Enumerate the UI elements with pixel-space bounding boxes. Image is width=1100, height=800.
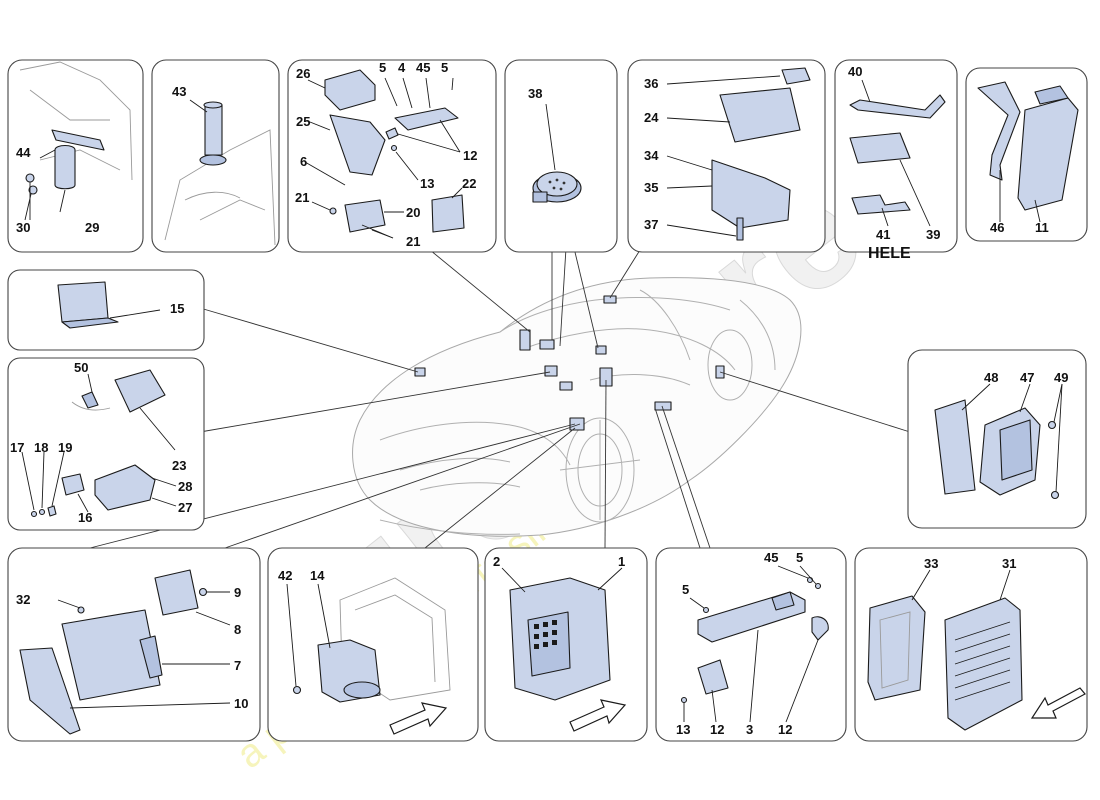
- callout-32: 32: [16, 592, 30, 607]
- callout-17: 17: [10, 440, 24, 455]
- callout-24: 24: [644, 110, 659, 125]
- callout-50: 50: [74, 360, 88, 375]
- panel-fuse-box: 2 1: [484, 547, 648, 742]
- callout-48: 48: [984, 370, 998, 385]
- panel-control-module: 36 24 34 35 37: [627, 59, 826, 253]
- panel-module-23: 50 23 17 18 19 16 28 27: [7, 357, 205, 531]
- callout-9: 9: [234, 585, 241, 600]
- callout-7: 7: [234, 658, 241, 673]
- car-illustration: [352, 277, 802, 537]
- callout-20: 20: [406, 205, 420, 220]
- callout-5: 5: [379, 60, 386, 75]
- callout-49: 49: [1054, 370, 1068, 385]
- callout-2: 2: [493, 554, 500, 569]
- panel-ecu-11: 46 11: [965, 67, 1088, 242]
- callout-18: 18: [34, 440, 48, 455]
- panel-engine-ecu-31: 33 31: [854, 547, 1088, 742]
- callout-13b: 13: [676, 722, 690, 737]
- callout-1: 1: [618, 554, 625, 569]
- panel-sensor-43: 43: [151, 59, 280, 253]
- callout-5b: 5: [441, 60, 448, 75]
- callout-12c: 12: [778, 722, 792, 737]
- callout-35: 35: [644, 180, 658, 195]
- callout-14: 14: [310, 568, 325, 583]
- panel-module-hele: 40 41 39 HELE: [834, 59, 958, 262]
- panel-module-47: 48 47 49: [907, 349, 1087, 529]
- callout-26: 26: [296, 66, 310, 81]
- panel-bracket-assembly: 26 5 4 45 5 25 12 6 13 22 21 20 21: [287, 59, 497, 253]
- callout-40: 40: [848, 64, 862, 79]
- callout-37: 37: [644, 217, 658, 232]
- callout-6: 6: [300, 154, 307, 169]
- callout-19: 19: [58, 440, 72, 455]
- callout-42: 42: [278, 568, 292, 583]
- callout-11: 11: [1035, 220, 1049, 235]
- panel-part-15: 15: [7, 269, 205, 351]
- callout-44: 44: [16, 145, 31, 160]
- callout-5d: 5: [682, 582, 689, 597]
- callout-22: 22: [462, 176, 476, 191]
- callout-38: 38: [528, 86, 542, 101]
- panel-ecu-7: 32 9 8 7 10: [7, 547, 261, 742]
- panel-speaker: 38: [504, 59, 618, 253]
- callout-33: 33: [924, 556, 938, 571]
- callout-13: 13: [420, 176, 434, 191]
- callout-10: 10: [234, 696, 248, 711]
- callout-29: 29: [85, 220, 99, 235]
- callout-45: 45: [416, 60, 430, 75]
- callout-36: 36: [644, 76, 658, 91]
- callout-46: 46: [990, 220, 1004, 235]
- callout-31: 31: [1002, 556, 1016, 571]
- callout-41: 41: [876, 227, 890, 242]
- callout-12b: 12: [710, 722, 724, 737]
- callout-39: 39: [926, 227, 940, 242]
- panel-sensor-bracket: 44 30 29: [7, 59, 144, 253]
- callout-25: 25: [296, 114, 310, 129]
- callout-43: 43: [172, 84, 186, 99]
- callout-12: 12: [463, 148, 477, 163]
- callout-23: 23: [172, 458, 186, 473]
- callout-5c: 5: [796, 550, 803, 565]
- callout-21b: 21: [406, 234, 420, 249]
- callout-16: 16: [78, 510, 92, 525]
- callout-8: 8: [234, 622, 241, 637]
- callout-3: 3: [746, 722, 753, 737]
- callout-21: 21: [295, 190, 309, 205]
- callout-34: 34: [644, 148, 659, 163]
- callout-28: 28: [178, 479, 192, 494]
- callout-30: 30: [16, 220, 30, 235]
- panel-actuator-14: 42 14: [267, 547, 479, 742]
- callout-4: 4: [398, 60, 406, 75]
- callout-15: 15: [170, 301, 184, 316]
- callout-47: 47: [1020, 370, 1034, 385]
- panel-switch-unit-3: 45 5 5 13 12 3 12: [655, 547, 847, 742]
- callout-45b: 45: [764, 550, 778, 565]
- callout-27: 27: [178, 500, 192, 515]
- hele-marker: HELE: [868, 245, 911, 262]
